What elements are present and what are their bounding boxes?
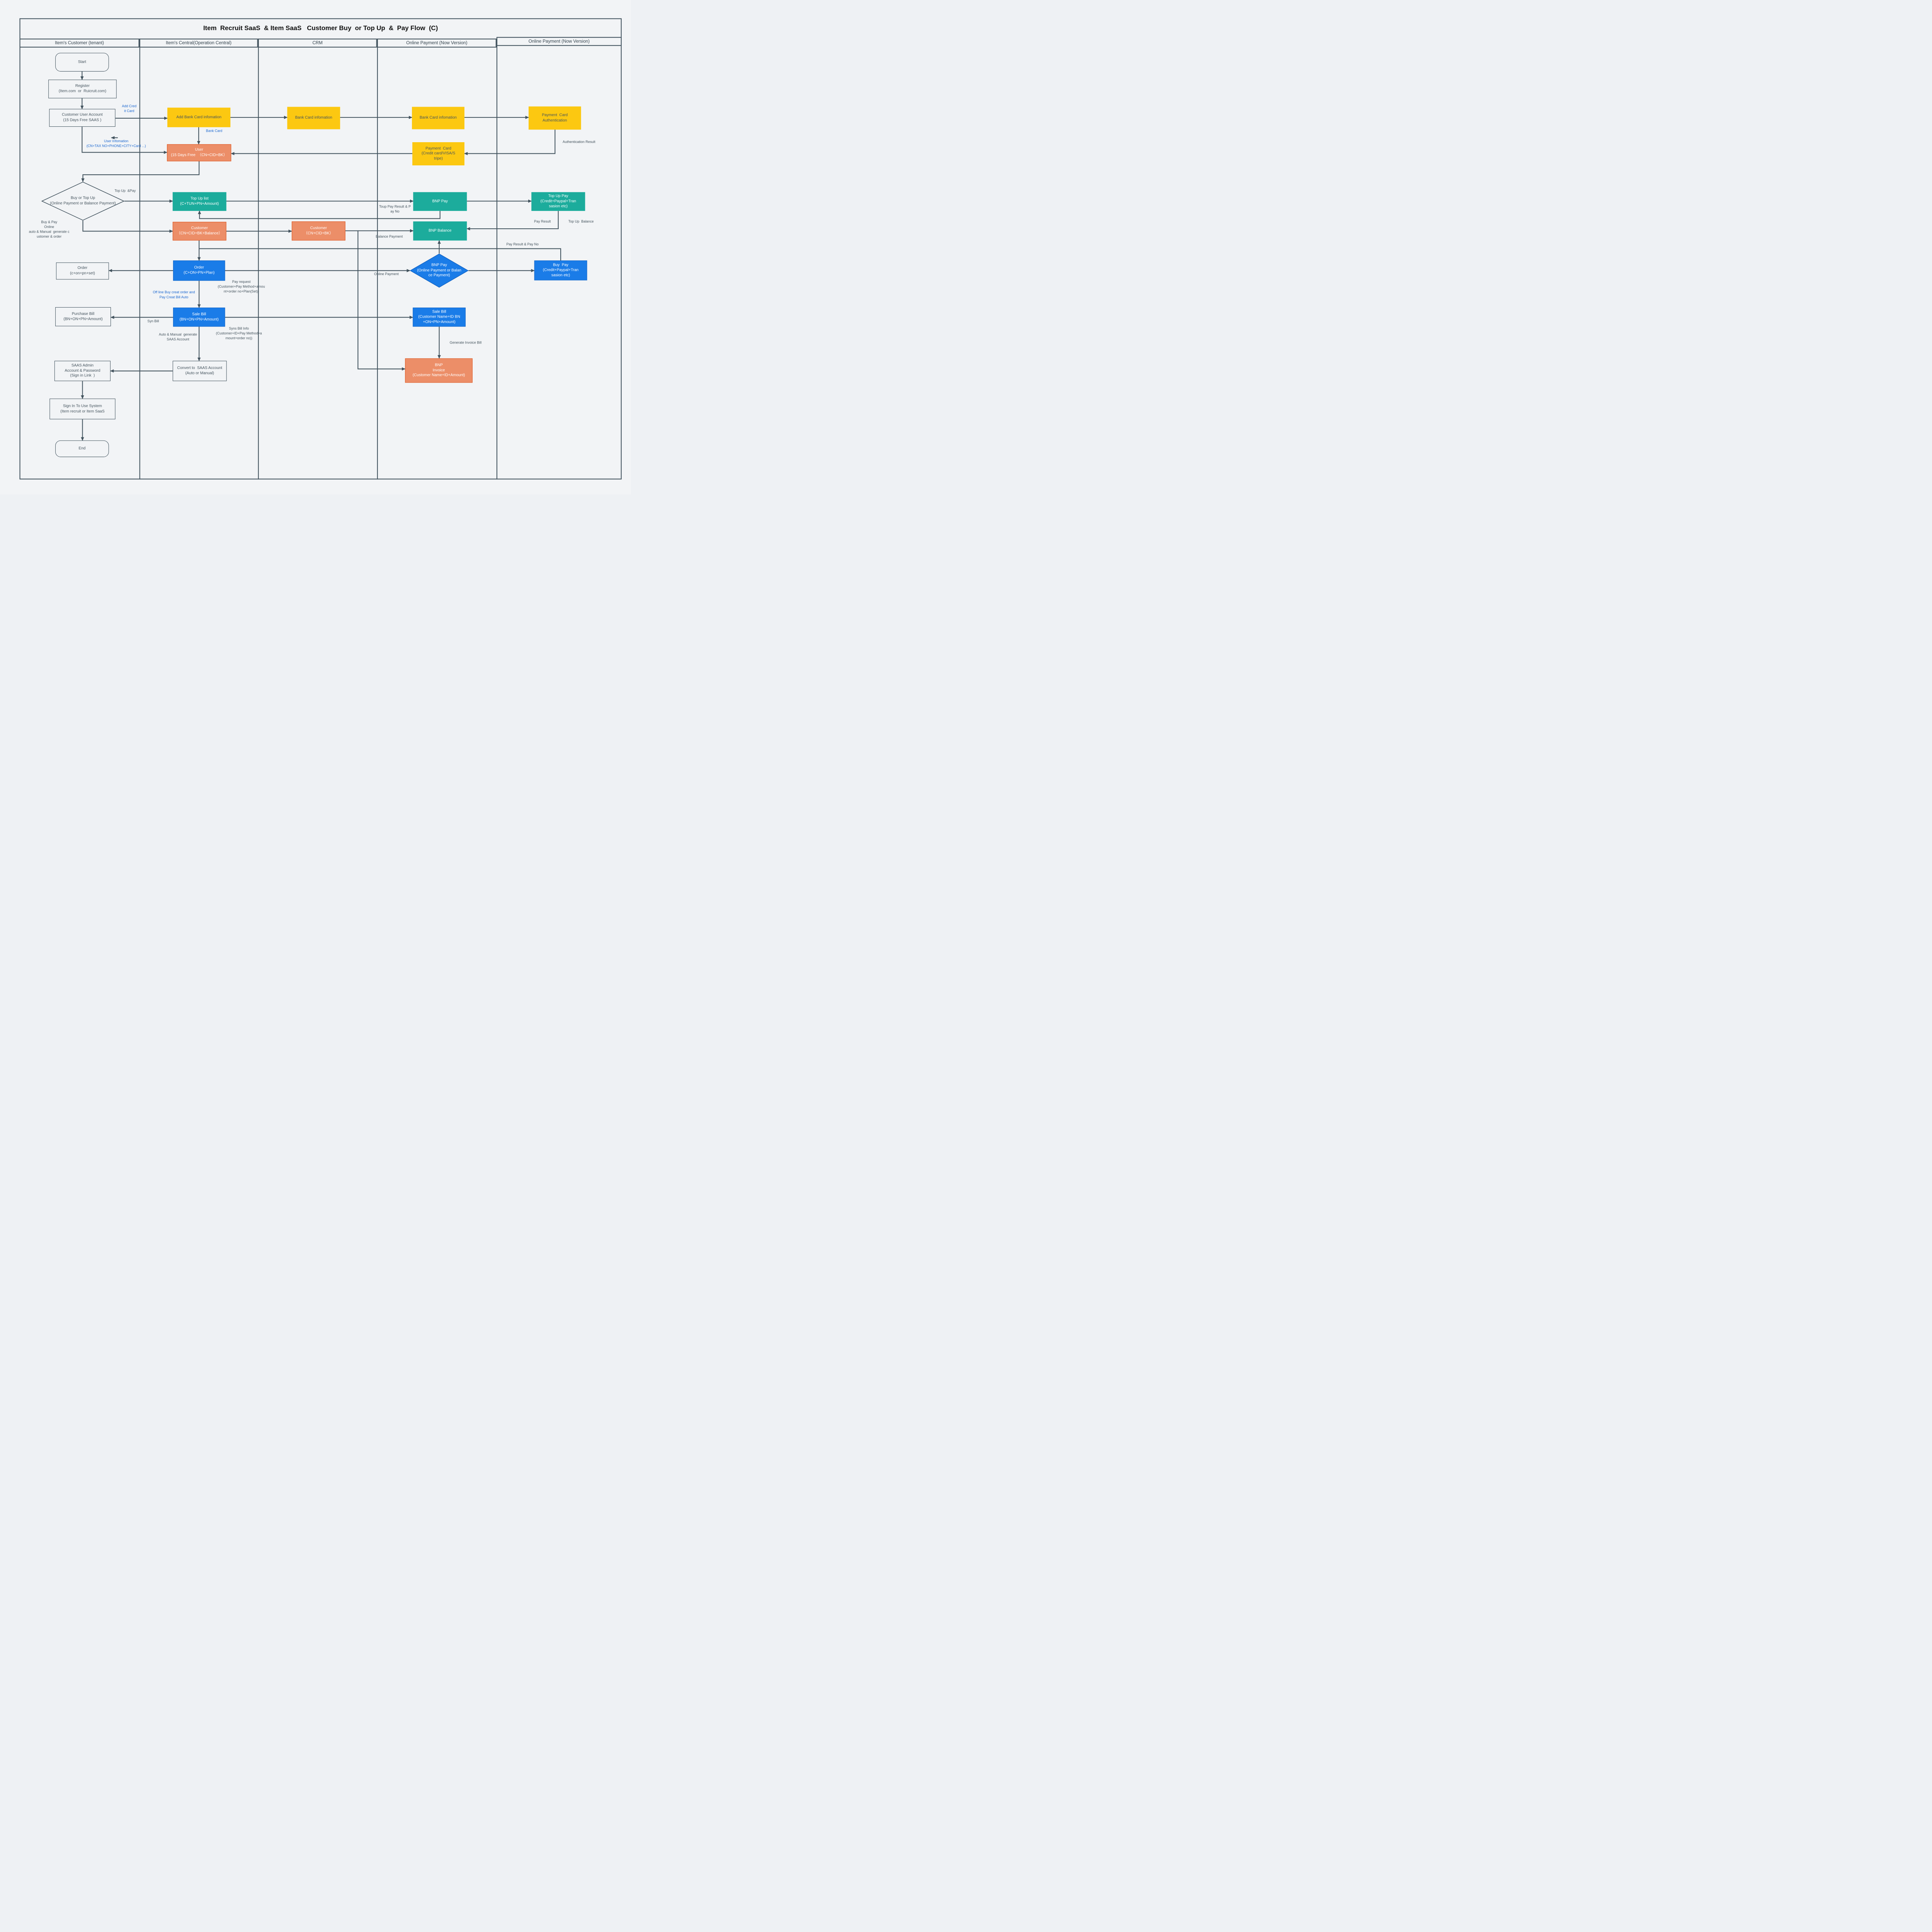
node-sale-bill-op: Sale Bill(Customer Name+ID BN+ON+PN+Amou… <box>413 307 466 327</box>
flow-connector <box>464 129 556 155</box>
flow-connector <box>199 248 561 261</box>
flow-label: Authentication Result <box>563 139 595 144</box>
lane-header-5: Online Payment (Now Version) <box>496 37 622 46</box>
node-start: Start <box>55 53 109 72</box>
node-buy-or-topup-decision: Buy or Top Up(Online Payment or Balance … <box>41 182 124 221</box>
node-bnp-pay: BNP Pay <box>413 192 467 211</box>
diamond-shape <box>410 253 469 288</box>
flow-label: Bank Card <box>206 129 223 133</box>
connector-layer <box>80 71 561 441</box>
node-user: User(15 Days Free （CN+CID+BK） <box>167 144 231 162</box>
flow-connector <box>82 127 168 154</box>
flow-connector <box>466 211 559 231</box>
node-sale-bill-central: Sale Bill(BN+ON+PN+Amount) <box>173 307 225 327</box>
node-bnp-balance: BNP Balance <box>413 221 467 241</box>
diagram-title: Item Recruit SaaS & Item SaaS Customer B… <box>203 25 438 32</box>
flowchart-canvas: Item Recruit SaaS & Item SaaS Customer B… <box>0 0 631 495</box>
flow-label: Top Up Balance <box>568 219 594 224</box>
flow-label: Top Up &Pay <box>114 188 136 193</box>
diamond-shape <box>41 182 124 221</box>
lane-divider <box>258 38 259 480</box>
flow-connector <box>198 210 440 219</box>
node-topup-list: Top Up list(C+TUN+PN+Amount) <box>172 192 226 211</box>
flow-label: Online Payment <box>374 272 399 276</box>
node-register: Register(Item.com or Ruicruit.com) <box>48 80 117 99</box>
flow-connector <box>345 230 406 371</box>
flow-label: Balance Payment <box>376 234 403 239</box>
node-sign-in: Sign In To Use System(Item recruit or It… <box>49 398 116 420</box>
node-customer-central: Customer（CN+CID+BK+Balance） <box>172 222 226 241</box>
node-end: End <box>55 440 109 457</box>
lane-header-1: Item's Customer (tenant) <box>19 38 139 48</box>
flow-connector <box>81 161 200 182</box>
lane-header-3: CRM <box>258 38 377 48</box>
diagram-frame <box>19 18 622 480</box>
node-add-bank-card: Add Bank Card infomation <box>167 107 231 128</box>
node-order-customer: Order(c+on+pn+set) <box>56 262 109 280</box>
node-bank-card-info-crm: Bank Card infomation <box>287 107 340 129</box>
node-convert-saas: Convert to SAAS Account(Auto or Manual) <box>172 361 227 381</box>
node-order-central: Order(C+ON+PN+Plan) <box>173 260 225 281</box>
node-customer-user-account: Customer User Account(15 Days Free SAAS … <box>49 109 116 127</box>
node-bank-card-info-op: Bank Card infomation <box>412 107 464 129</box>
lane-divider <box>377 38 378 480</box>
flow-label: Generate Invoice Bill <box>449 340 482 345</box>
flow-label: User Infomation(CN+TAX NO+PHONE+CITY+Car… <box>86 139 146 148</box>
flow-connector <box>82 220 173 233</box>
lane-header-2: Item's Central(Operation Central) <box>139 38 258 48</box>
node-customer-crm: Customer（CN+CID+BK） <box>291 221 345 241</box>
flow-label: Pay Result & Pay No <box>506 242 539 247</box>
node-purchase-bill: Purchase Bill(BN+ON+PN+Amount) <box>55 307 111 327</box>
flow-label: Pay Result <box>534 219 551 224</box>
flow-label: Syn Bill <box>147 319 159 323</box>
lane-divider <box>139 38 140 480</box>
